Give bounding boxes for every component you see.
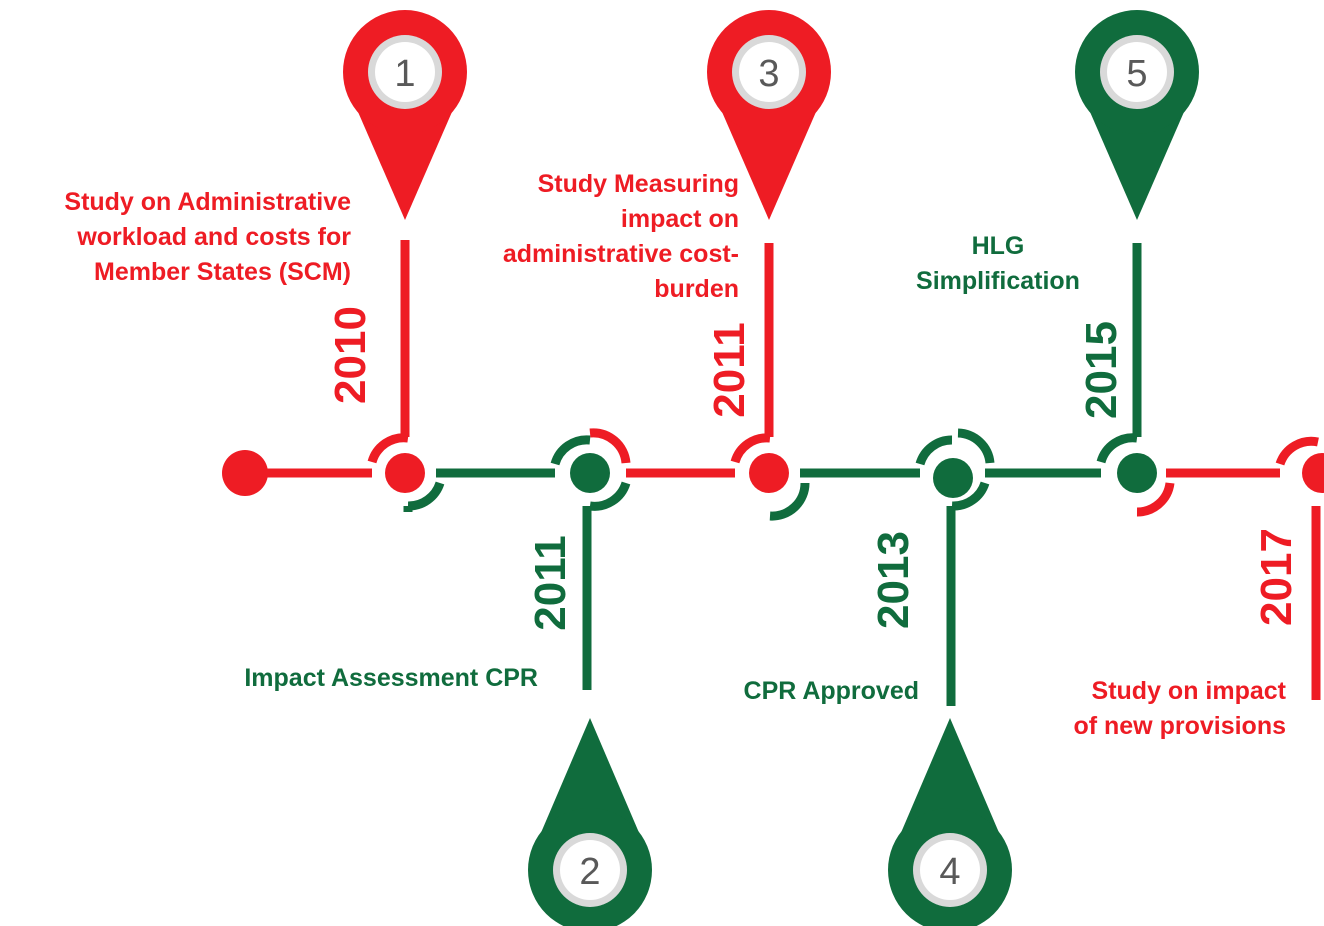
pin-2-number: 2 [579, 851, 600, 893]
pin-4-marker [888, 718, 1012, 926]
year-label-1: 2010 [326, 306, 375, 404]
node-5 [957, 243, 1175, 517]
year-label-6: 2017 [1252, 528, 1301, 626]
milestone-2-label: Impact Assessment CPR [244, 661, 538, 696]
year-label-5: 2015 [1077, 321, 1126, 419]
milestone-3-label-line: impact on [620, 205, 739, 233]
pin-1-number: 1 [394, 53, 415, 95]
pin-2-marker [528, 718, 652, 926]
pin-4-number: 4 [939, 851, 960, 893]
pin-3-marker [707, 10, 831, 220]
node-3 [589, 243, 810, 521]
pin-3-number: 3 [758, 53, 779, 95]
year-label-2: 2011 [526, 535, 575, 630]
milestone-6-label-line: of new provisions [1073, 712, 1286, 740]
pin-5-marker [1075, 10, 1199, 220]
pin-5-number: 5 [1126, 53, 1147, 95]
milestone-4-label-line: CPR Approved [743, 677, 919, 705]
milestone-3-label: Study Measuring impact on administrative… [503, 167, 739, 307]
milestone-1-label-line: Study on Administrative [64, 188, 351, 216]
milestone-4-label: CPR Approved [744, 674, 919, 709]
year-label-3: 2011 [705, 322, 754, 417]
milestone-5-label-line: Simplification [916, 267, 1080, 295]
node-1 [367, 240, 445, 512]
year-label-4: 2013 [869, 531, 918, 629]
milestone-3-label-line: administrative cost- [502, 240, 739, 268]
milestone-6-label-line: Study on impact [1091, 677, 1286, 705]
node-6 [1275, 436, 1324, 700]
milestone-5-label-line: HLG [971, 232, 1025, 260]
milestone-2-label-line: Impact Assessment CPR [244, 664, 538, 692]
milestone-6-label: Study on impact of new provisions [1073, 674, 1286, 744]
node-4 [915, 435, 990, 706]
milestone-3-label-line: burden [654, 275, 739, 303]
milestone-3-label-line: Study Measuring [537, 170, 739, 198]
milestone-1-label: Study on Administrative workload and cos… [64, 185, 351, 290]
node-2 [550, 435, 631, 690]
milestone-5-label: HLG Simplification [898, 229, 1098, 299]
pin-1-marker [343, 10, 467, 220]
milestone-1-label-line: Member States (SCM) [94, 258, 351, 286]
milestone-1-label-line: workload and costs for [77, 223, 351, 251]
